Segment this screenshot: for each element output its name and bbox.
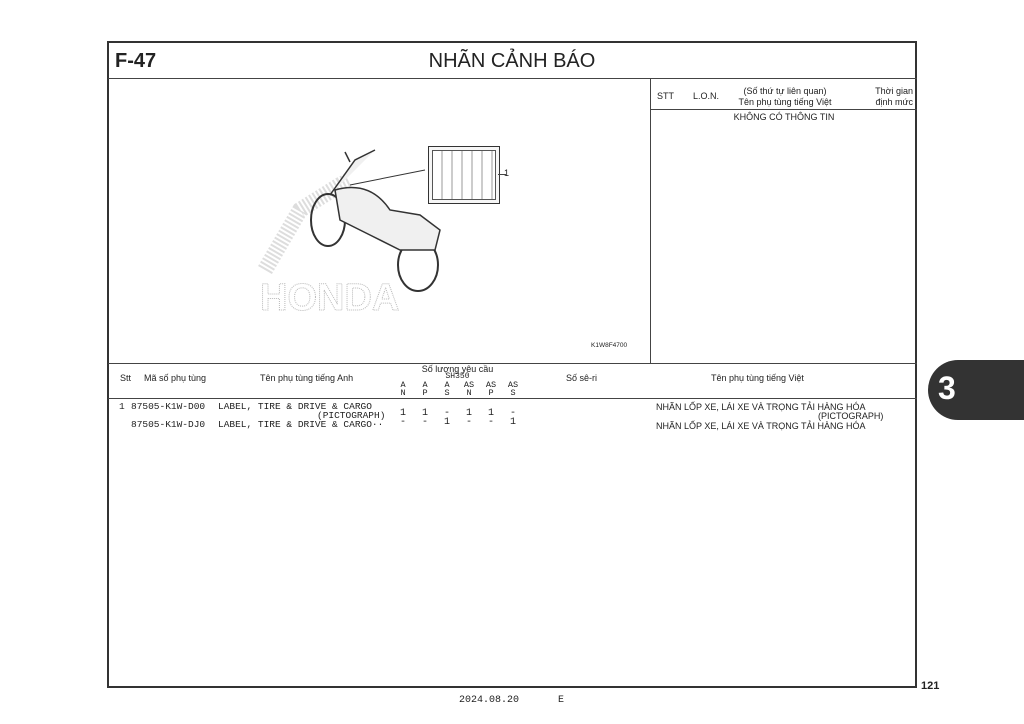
col-name-en: Tên phụ tùng tiếng Anh (260, 373, 354, 383)
row1-part-no: 87505-K1W-D00 (131, 401, 206, 412)
chapter-tab[interactable]: 3 (928, 360, 1024, 420)
no-info-text: KHÔNG CÓ THÔNG TIN (733, 112, 835, 122)
qty-cell: 1 (421, 408, 428, 419)
variant-headers: A N A P A S AS N AS P AS S (392, 380, 524, 398)
footer-edition: E (558, 695, 565, 706)
variant-header-3: AS N (463, 380, 475, 398)
qty-cell: 1 (443, 417, 450, 428)
row2-part-no: 87505-K1W-DJ0 (131, 419, 206, 430)
footer-date: 2024.08.20 (459, 695, 520, 706)
scooter-illustration: HONDA (258, 149, 441, 320)
qty-cell: - (509, 408, 516, 419)
warning-label-pictogram (428, 146, 500, 204)
row1-qty: 1 1 - 1 1 - (392, 408, 524, 419)
qty-cell: - (465, 417, 472, 428)
ref-header-name-2: Tên phụ tùng tiếng Việt (738, 97, 832, 107)
qty-cell: 1 (399, 408, 406, 419)
row1-name-en: LABEL, TIRE & DRIVE & CARGO (218, 401, 372, 412)
row1-name-vi-2: (PICTOGRAPH) (818, 411, 884, 421)
col-name-vi: Tên phụ tùng tiếng Việt (711, 373, 804, 383)
illustration-code: K1W8F4700 (591, 342, 628, 349)
page-title: NHÃN CẢNH BÁO (428, 50, 596, 72)
variant-header-5: AS S (507, 380, 519, 398)
chapter-number: 3 (938, 370, 956, 406)
ref-header-name-1: (Số thứ tự liên quan) (743, 86, 827, 96)
row2-name-en: LABEL, TIRE & DRIVE & CARGO·· (218, 419, 384, 430)
row1-name-en-2: (PICTOGRAPH) (317, 410, 386, 421)
variant-header-0: A N (400, 380, 406, 398)
ref-header-time-2: định mức (875, 97, 913, 107)
row1-name-vi: NHÃN LỐP XE, LÁI XE VÀ TRỌNG TẢI HÀNG HÓ… (656, 402, 866, 412)
qty-cell: - (399, 417, 406, 428)
qty-cell: - (421, 417, 428, 428)
section-code: F-47 (115, 50, 157, 72)
ref-header-lon: L.O.N. (693, 91, 720, 101)
callout-number: 1 (504, 168, 510, 178)
row2-name-vi: NHÃN LỐP XE, LÁI XE VÀ TRỌNG TẢI HÀNG HÓ… (656, 421, 866, 431)
honda-watermark: HONDA (260, 277, 399, 319)
variant-header-2: A S (444, 380, 450, 398)
col-model: SH350 (445, 372, 470, 381)
qty-cell: 1 (487, 408, 494, 419)
qty-cell: - (487, 417, 494, 428)
row1-stt: 1 (119, 401, 125, 412)
col-qty: Số lượng yêu cầu (421, 364, 494, 374)
qty-cell: 1 (465, 408, 472, 419)
ref-header-time-1: Thời gian (875, 86, 913, 96)
qty-cell: - (443, 408, 450, 419)
col-part-no: Mã số phụ tùng (144, 373, 207, 383)
page-frame (107, 41, 917, 688)
variant-header-4: AS P (485, 380, 497, 398)
page-number: 121 (921, 680, 940, 692)
variant-header-1: A P (422, 380, 428, 398)
ref-header-stt: STT (657, 91, 674, 101)
col-stt: Stt (120, 373, 132, 383)
qty-cell: 1 (509, 417, 516, 428)
col-serial: Số sê-ri (566, 373, 598, 383)
row2-qty: - - 1 - - 1 (392, 417, 524, 428)
